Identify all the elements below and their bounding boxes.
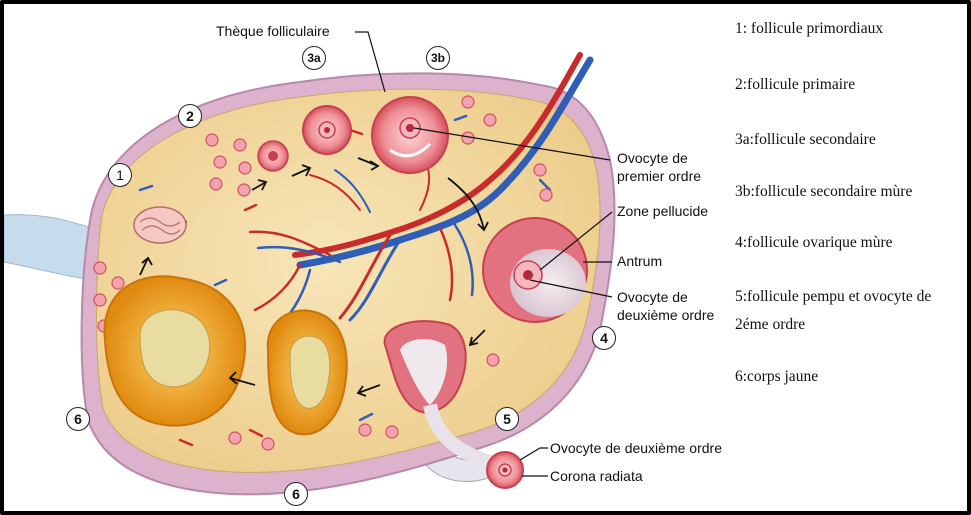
image-frame	[0, 0, 971, 515]
